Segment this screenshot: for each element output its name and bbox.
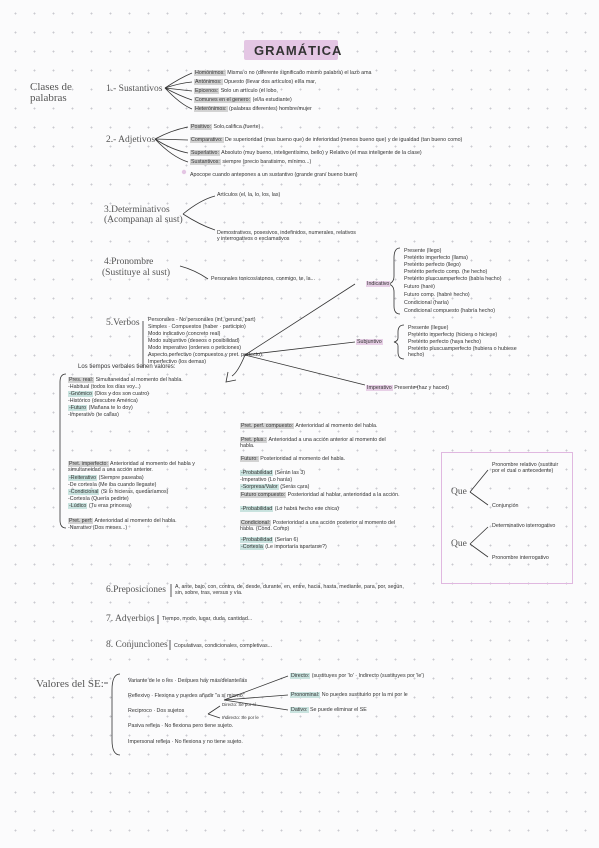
adverbios-heading: 7. Adverbios <box>106 614 155 624</box>
valores-verbales-heading: Los tiempos verbales tienen valores: <box>78 364 176 370</box>
valor-item: -Habitual (todos los días voy...) <box>68 384 141 390</box>
que-pronombre-interrogativo: Pronombre interrogativo <box>492 555 549 561</box>
que-determinativo-interrogativo: Determinativo interrogativo <box>492 523 556 529</box>
indicativo-item: Pretérito imperfecto (llama) <box>404 255 468 261</box>
valor-item: Futuro: Posterioridad al momento del hab… <box>240 456 346 462</box>
valor-item: Pres. real: Simultaneidad al momento del… <box>68 377 183 383</box>
imperativo-row: Imperativo Presente (haz y haced) <box>366 385 449 391</box>
se-right-item: Directo: (sustituyes por 'lo' · Indirect… <box>290 673 425 679</box>
valor-item: -Reiterativo (Siempre paseaba) <box>68 475 144 481</box>
verbos-line: Personales - No personales (inf, gerund,… <box>148 317 256 323</box>
preposiciones-heading: 6.Preposiciones <box>106 585 166 595</box>
sustantivos-heading: 1.- Sustantivos <box>106 84 163 94</box>
valor-item: -Imperativo (Lo harás) <box>240 477 293 483</box>
adverbios-text: Tiempo, modo, lugar, duda, cantidad... <box>162 616 253 622</box>
indicativo-item: Pretérito perfecto (llego) <box>404 262 461 268</box>
que-pronombre-relativo: Pronombre relativo (sustituir por el cua… <box>492 462 559 475</box>
que-label-b: Que <box>451 539 467 549</box>
indicativo-item: Futuro comp. (habré hecho) <box>404 292 470 298</box>
pronombre-text: Personales tonicos/atonos, conmigo, te, … <box>211 276 315 282</box>
conjunciones-text: Copulativas, condicionales, completivas.… <box>174 643 273 649</box>
valor-item: -Sorpresa/Valor (Serás cara) <box>240 484 310 490</box>
sustantivos-item: Homónimos: Misma o no (diferente signifi… <box>194 70 372 76</box>
valor-item: -Probabilidad (Lo habrá hecho ese chica) <box>240 506 339 512</box>
valor-item: -Probabilidad (Serían 6) <box>240 537 299 543</box>
indicativo-item: Pretérito pluscuamperfecto (había hecho) <box>404 276 502 282</box>
se-item: Reflexivo · Flexiona y puedes añadir "a … <box>128 693 245 699</box>
valor-item: -Cortesía (Le importaría apartarse?) <box>240 544 327 550</box>
valor-item: -Cortesía (Quería pedirte) <box>68 496 129 502</box>
indicativo-item: Presente (llego) <box>404 248 442 254</box>
sustantivos-item: Epicenos: Solo un artículo (el lobo, <box>194 88 278 94</box>
valor-item: -Condicional (Si lo hicieras, quedaríamo… <box>68 489 169 495</box>
verbos-line: Aspecto perfectivo (compuestos y pret. p… <box>148 352 262 358</box>
page-title-banner: GRAMÁTICA <box>244 40 341 60</box>
se-item: Impersonal refleja · No flexiona y no ti… <box>128 739 243 745</box>
valores-se-heading: Valores del SE: <box>36 678 104 690</box>
valor-item: Pret. imperfecto: Anterioridad al moment… <box>68 461 195 474</box>
valor-item: -Narrativo (Dos meses...) <box>68 525 128 531</box>
subjuntivo-item: Pretérito perfecto (haya hecho) <box>408 339 482 345</box>
se-right-item: Pronominal: No puedes sustituirlo por la… <box>290 692 408 698</box>
adjetivos-item: Comparativo: De superioridad (mas bueno … <box>190 137 463 143</box>
adjetivos-item: Sustantivos: siempre (precio baratisimo,… <box>190 159 312 165</box>
se-item: Pasiva refleja · No flexiona pero tiene … <box>128 723 234 729</box>
subjuntivo-item: Pretérito pluscuamperfecto (hubiera o hu… <box>408 346 517 359</box>
adjetivos-heading: 2.- Adjetivos <box>106 135 156 145</box>
conjunciones-heading: 8. Conjunciones <box>106 640 168 650</box>
indicativo-item: Condicional (haría) <box>404 300 449 306</box>
indicativo-label: Indicativo <box>366 281 391 287</box>
valor-item: Pret. plus.: Anterioridad a una acción a… <box>240 437 386 450</box>
clases-heading: Clases de palabras <box>30 81 72 104</box>
valor-item: -Futuro (Mañana te lo doy) <box>68 405 133 411</box>
valor-item: Futuro compuesto: Posterioridad al habla… <box>240 492 400 498</box>
indicativo-item: Pretérito perfecto comp. (he hecho) <box>404 269 488 275</box>
determinativos-sub: (Acompanan al sust) <box>104 215 183 225</box>
pronombre-heading: 4.Pronombre <box>104 257 154 267</box>
adjetivos-item: Positivo: Solo califica (fuerte) <box>190 124 261 130</box>
determinativos-bottom: Demostrativos, posesivos, indefinidos, n… <box>217 230 356 243</box>
subjuntivo-item: Presente (llegue) <box>408 325 449 331</box>
pronombre-sub: (Sustituye al sust) <box>102 268 171 278</box>
se-reciproco-b: Indirecto: Se por le <box>222 715 259 720</box>
indicativo-item: Condicional compuesto (habría hecho) <box>404 308 495 314</box>
verbos-line: Modo indicativo (concreto real) <box>148 331 221 337</box>
se-reciproco-a: Directo: Se por sí <box>222 702 256 707</box>
sustantivos-item: Heterónimos: (palabras diferentes) hombr… <box>194 106 312 112</box>
valor-item: -Histórico (descubre América) <box>68 398 138 404</box>
determinativos-heading: 3.Determinativos <box>104 205 170 215</box>
determinativos-top: Artículos (el, la, lo, los, las) <box>217 192 281 198</box>
se-item: Reciproco · Dos sujetos <box>128 708 185 714</box>
valor-item: Pret. perf: Anterioridad al momento del … <box>68 518 177 524</box>
verbos-line: Modo imperativo (ordenes o peticiones) <box>148 345 242 351</box>
verbos-heading: 5.Verbos <box>106 318 140 328</box>
valor-item: Condicional: Posterioridad a una acción … <box>240 520 396 533</box>
page-title: GRAMÁTICA <box>254 43 343 58</box>
valor-item: -Lúdico (Tu eras princesa) <box>68 503 132 509</box>
que-conjuncion: Conjunción <box>492 503 519 509</box>
valor-item: -Imperativo (te callas) <box>68 412 119 418</box>
valor-item: -Gnómico (Dios y dos son cuatro) <box>68 391 149 397</box>
valor-item: -De cortesía (Me iba cuando llegaste) <box>68 482 157 488</box>
adjetivos-note: Apocope cuando antepones a un sustantivo… <box>190 172 358 178</box>
subjuntivo-item: Pretérito imperfecto (hiciera o hiciese) <box>408 332 498 338</box>
se-right-item: Dativo: Se puede eliminar el SE <box>290 707 367 713</box>
se-item: Variante de le o les · Despues hay más/d… <box>128 678 248 684</box>
indicativo-item: Futuro (haré) <box>404 284 435 290</box>
valor-item: Pret. perf. compuesto: Anterioridad al m… <box>240 423 378 429</box>
subjuntivo-label: Subjuntivo <box>356 339 383 345</box>
verbos-line: Imperfectivo (los demas) <box>148 359 206 365</box>
valor-item: -Probabilidad (Serán las 3) <box>240 470 306 476</box>
verbos-line: Modo subjuntivo (deseos o posibilidad) <box>148 338 240 344</box>
que-box <box>441 452 573 584</box>
que-label-a: Que <box>451 487 467 497</box>
preposiciones-text: A, ante, bajo, con, contra, de, desde, d… <box>175 584 404 597</box>
verbos-line: Simples · Compuestos (haber · participio… <box>148 324 246 330</box>
sustantivos-item: Antónimos: Opuesto (llevar dos artículos… <box>194 79 317 85</box>
sustantivos-item: Comunes en el genero: (el/la estudiante) <box>194 97 292 103</box>
adjetivos-item: Superlativo: Absoluto (muy bueno, inteli… <box>190 150 422 156</box>
